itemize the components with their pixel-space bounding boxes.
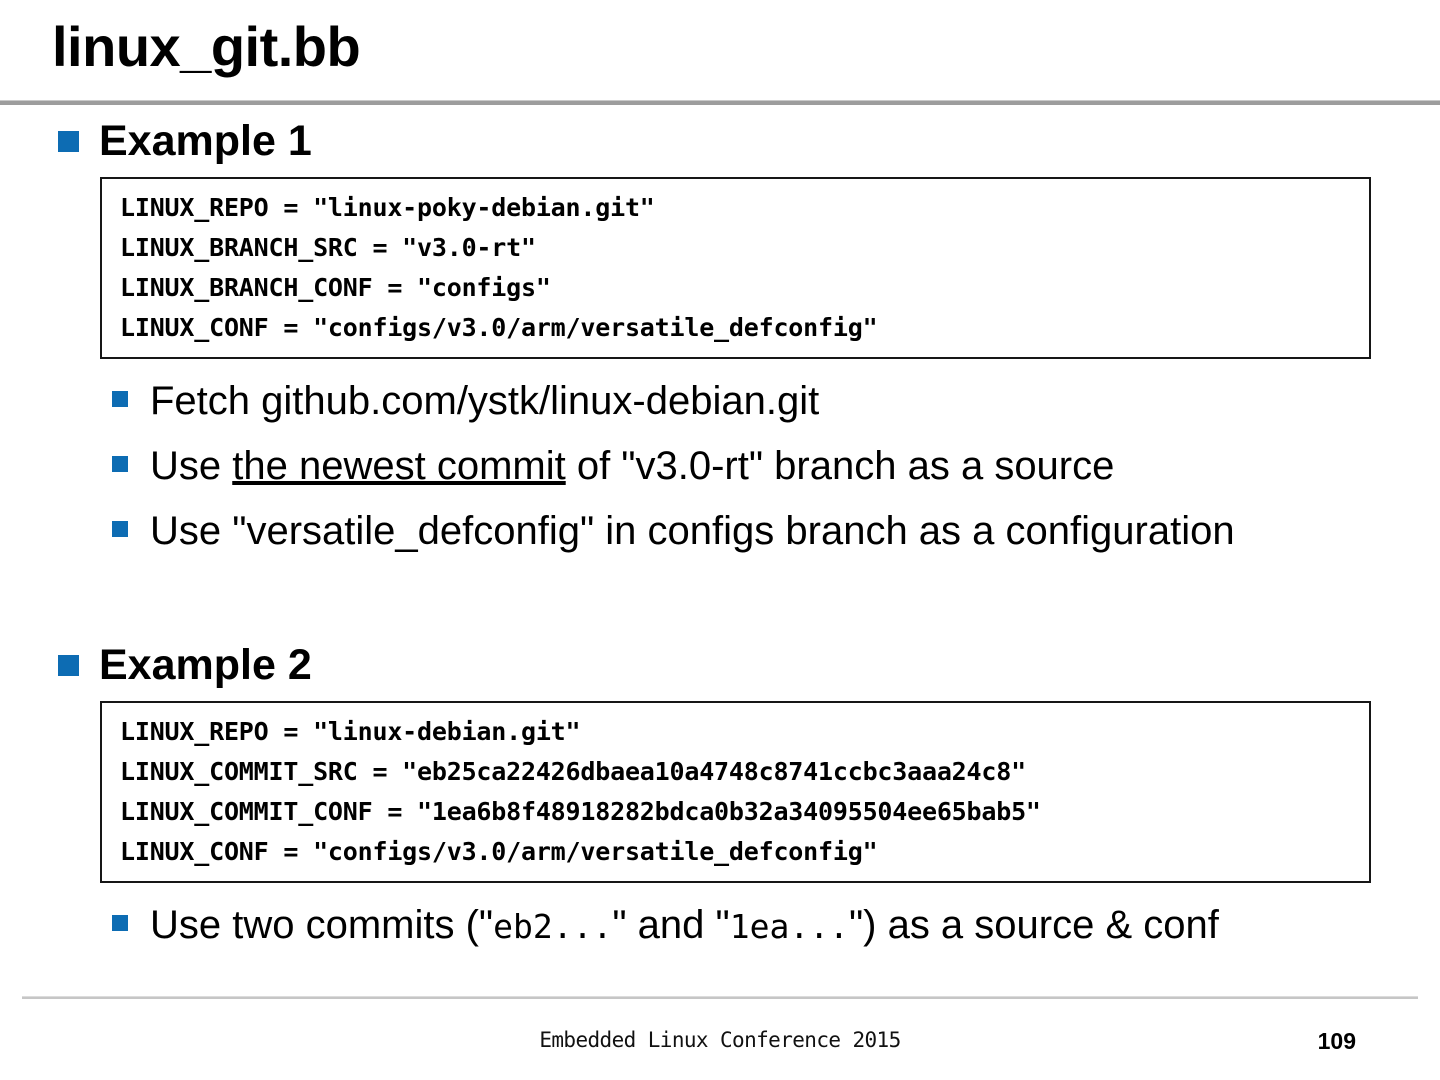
list-item-text-part2: " and " (612, 902, 730, 947)
code-line: LINUX_COMMIT_CONF = "1ea6b8f48918282bdca… (120, 796, 1041, 826)
code-block-example-1: LINUX_REPO = "linux-poky-debian.git" LIN… (100, 177, 1371, 360)
commit-hash-abbrev-conf: 1ea... (729, 906, 849, 946)
list-item-text-part3: ") as a source & conf (848, 902, 1219, 947)
heading-example-2: Example 2 (0, 640, 1440, 689)
footer-divider (22, 996, 1418, 999)
commit-hash-abbrev-src: eb2... (493, 906, 613, 946)
code-line: LINUX_CONF = "configs/v3.0/arm/versatile… (120, 313, 878, 343)
code-line: LINUX_REPO = "linux-debian.git" (120, 716, 581, 746)
section-example-2: Example 2 LINUX_REPO = "linux-debian.git… (0, 640, 1440, 952)
list-item-label: Fetch github.com/ystk/linux-debian.git (150, 375, 819, 428)
footer-conference-label: Embedded Linux Conference 2015 (539, 1028, 901, 1052)
square-bullet-icon (112, 914, 128, 931)
code-line: LINUX_CONF = "configs/v3.0/arm/versatile… (120, 836, 878, 866)
square-bullet-icon (112, 456, 128, 473)
square-bullet-icon (112, 391, 128, 408)
bullet-list-example-1: Fetch github.com/ystk/linux-debian.git U… (0, 375, 1440, 557)
square-bullet-icon (58, 654, 79, 676)
code-line: LINUX_REPO = "linux-poky-debian.git" (120, 193, 655, 223)
list-item-text-prefix: Use "versatile_defconfig" in configs bra… (150, 508, 1235, 553)
list-item: Use the newest commit of "v3.0-rt" branc… (112, 440, 1440, 493)
code-block-example-2: LINUX_REPO = "linux-debian.git" LINUX_CO… (100, 700, 1371, 883)
code-line: LINUX_COMMIT_SRC = "eb25ca22426dbaea10a4… (120, 756, 1026, 786)
list-item-text-prefix: Fetch github.com/ystk/linux-debian.git (150, 379, 820, 424)
list-item-text-prefix: Use (150, 444, 233, 489)
list-item-label: Use "versatile_defconfig" in configs bra… (150, 505, 1235, 558)
code-line: LINUX_BRANCH_CONF = "configs" (120, 273, 551, 303)
list-item-text-suffix: of "v3.0-rt" branch as a source (565, 444, 1115, 489)
page-title: linux_git.bb (52, 15, 361, 78)
list-item-text-part1: Use two commits (" (150, 902, 494, 947)
section-spacer (0, 570, 1440, 642)
list-item: Use "versatile_defconfig" in configs bra… (112, 505, 1440, 558)
square-bullet-icon (112, 520, 128, 537)
list-item-text-underlined: the newest commit (232, 444, 566, 489)
list-item-label: Use the newest commit of "v3.0-rt" branc… (150, 440, 1114, 493)
heading-label: Example 1 (99, 117, 312, 165)
list-item: Use two commits ("eb2..." and "1ea...") … (112, 899, 1440, 952)
page-number: 109 (1317, 1028, 1356, 1054)
list-item: Fetch github.com/ystk/linux-debian.git (112, 375, 1440, 428)
heading-example-1: Example 1 (0, 117, 1440, 165)
title-divider (0, 100, 1440, 105)
bullet-list-example-2: Use two commits ("eb2..." and "1ea...") … (0, 899, 1440, 952)
section-example-1: Example 1 LINUX_REPO = "linux-poky-debia… (0, 117, 1440, 558)
heading-label: Example 2 (99, 640, 312, 689)
slide-content: Example 1 LINUX_REPO = "linux-poky-debia… (0, 117, 1440, 964)
list-item-label: Use two commits ("eb2..." and "1ea...") … (150, 899, 1219, 952)
square-bullet-icon (58, 131, 79, 153)
code-line: LINUX_BRANCH_SRC = "v3.0-rt" (120, 233, 536, 263)
